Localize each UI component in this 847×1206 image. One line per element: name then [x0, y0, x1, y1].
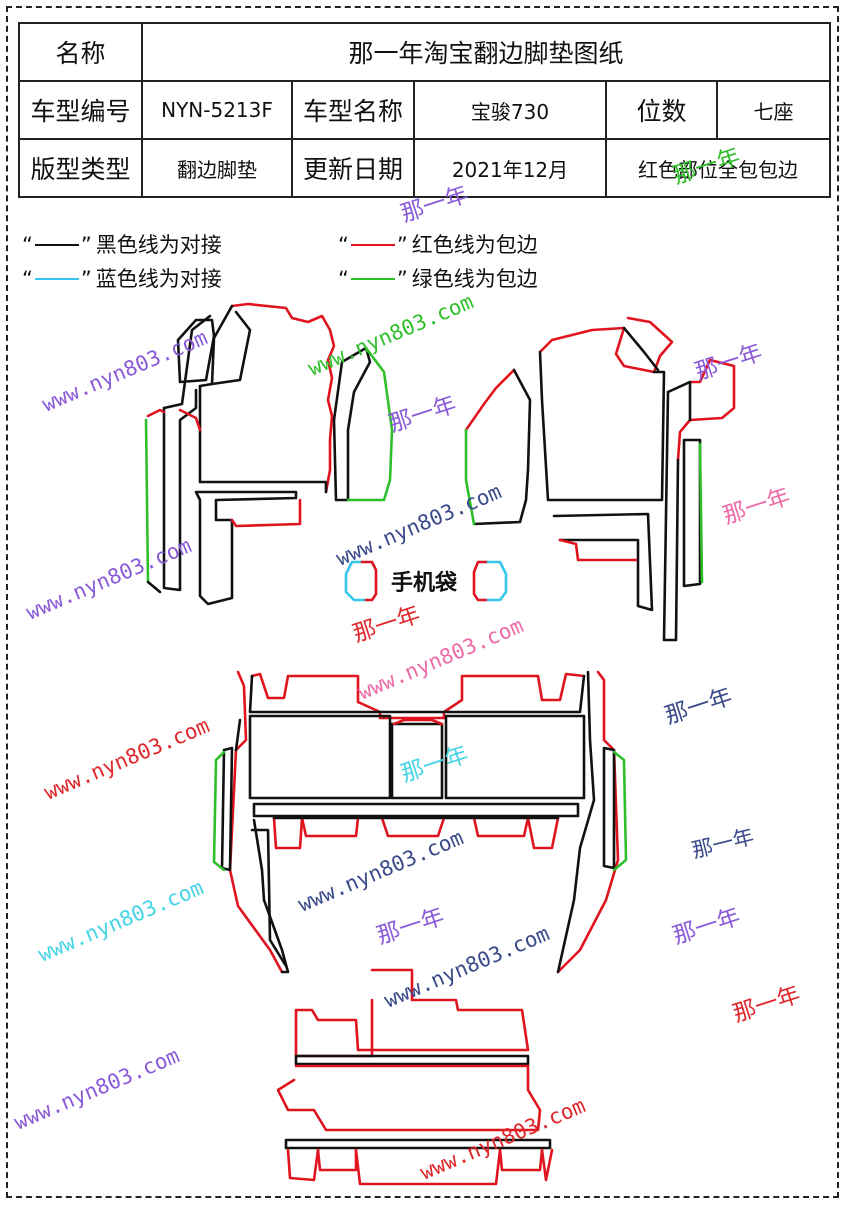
- url-watermark: www.nyn803.com: [35, 875, 207, 966]
- watermark-layer: www.nyn803.com www.nyn803.com www.nyn803…: [11, 144, 804, 1185]
- update-date-cell: 2021年12月: [413, 138, 607, 198]
- brand-watermark: 那一年: [670, 144, 744, 190]
- table-row: 版型类型 翻边脚垫 更新日期 2021年12月 红色部位全包包边: [18, 138, 832, 198]
- passenger-footrest-piece: [464, 368, 532, 526]
- driver-mat-piece: [198, 302, 336, 494]
- seat-count-label-cell: 位数: [605, 80, 718, 140]
- blue-line-swatch: [34, 278, 79, 280]
- third-row-top-mat-piece: [294, 968, 530, 1066]
- quote-mark: “: [338, 267, 349, 291]
- model-name-label-cell: 车型名称: [291, 80, 415, 140]
- url-watermark: www.nyn803.com: [39, 325, 211, 416]
- brand-watermark: 那一年: [720, 484, 794, 530]
- legend-item-red: “ ”红色线为包边: [338, 230, 538, 258]
- quote-mark: ”: [396, 267, 408, 291]
- quote-mark: “: [22, 267, 33, 291]
- driver-heel-strip-piece: [194, 490, 302, 606]
- second-row-left-rail-piece: [250, 828, 288, 968]
- legend-item-blue: “ ”蓝色线为对接: [22, 264, 222, 292]
- green-line-swatch: [350, 278, 395, 280]
- brand-watermark: 那一年: [662, 684, 736, 730]
- model-name-cell: 宝骏730: [413, 80, 607, 140]
- passenger-side-strip-piece: [662, 358, 736, 642]
- model-code-label-cell: 车型编号: [18, 80, 143, 140]
- passenger-mat-piece: [538, 316, 674, 502]
- quote-mark: “: [338, 233, 349, 257]
- spec-table: 名称 那一年淘宝翻边脚垫图纸 车型编号 NYN-5213F 车型名称 宝骏730…: [18, 22, 832, 198]
- brand-watermark: 那一年: [374, 904, 448, 950]
- brand-watermark: 那一年: [398, 182, 472, 228]
- pattern-type-cell: 翻边脚垫: [141, 138, 293, 198]
- passenger-side-flap-piece: [682, 438, 704, 588]
- passenger-heel-strip-piece: [552, 512, 654, 612]
- second-row-right-runner-piece: [556, 670, 620, 974]
- brand-watermark: 那一年: [350, 602, 424, 648]
- driver-left-strip-piece: [162, 314, 216, 592]
- update-date-label-cell: 更新日期: [291, 138, 415, 198]
- second-row-left-runner-piece: [228, 670, 290, 974]
- phone-pocket-piece: [344, 560, 508, 602]
- quote-mark: ”: [80, 233, 92, 257]
- second-row-rear-mat-piece: [272, 816, 560, 850]
- third-row-main-mat-piece: [276, 1064, 552, 1150]
- legend-text: 蓝色线为对接: [95, 267, 222, 291]
- legend-item-black: “ ”黑色线为对接: [22, 230, 222, 258]
- second-row-main-mat-piece: [248, 672, 586, 800]
- name-label-cell: 名称: [18, 22, 143, 82]
- model-code-cell: NYN-5213F: [141, 80, 293, 140]
- table-row: 车型编号 NYN-5213F 车型名称 宝骏730 位数 七座: [18, 80, 832, 140]
- url-watermark: www.nyn803.com: [41, 713, 213, 804]
- quote-mark: ”: [80, 267, 92, 291]
- red-line-swatch: [350, 244, 395, 246]
- second-row-right-flap-piece: [602, 746, 628, 872]
- driver-side-flap-piece: [144, 408, 202, 594]
- url-watermark: www.nyn803.com: [295, 825, 467, 916]
- brand-watermark: 那一年: [398, 742, 472, 788]
- brand-watermark: 那一年: [689, 824, 756, 863]
- brand-watermark: 那一年: [670, 904, 744, 950]
- legend-text: 绿色线为包边: [411, 267, 538, 291]
- url-watermark: www.nyn803.com: [11, 1043, 183, 1134]
- phone-pocket-label: 手机袋: [391, 570, 458, 596]
- legend-item-green: “ ”绿色线为包边: [338, 264, 538, 292]
- seat-count-cell: 七座: [715, 80, 832, 140]
- black-line-swatch: [34, 244, 79, 246]
- page-border: [6, 6, 839, 1198]
- quote-mark: ”: [396, 233, 408, 257]
- pattern-type-label-cell: 版型类型: [18, 138, 143, 198]
- second-row-left-flap-piece: [212, 746, 234, 872]
- table-row: 名称 那一年淘宝翻边脚垫图纸: [18, 22, 832, 82]
- url-watermark: www.nyn803.com: [23, 533, 195, 624]
- drawing-title-cell: 那一年淘宝翻边脚垫图纸: [140, 22, 832, 82]
- brand-watermark: 那一年: [692, 340, 766, 386]
- third-row-bottom-mat-piece: [286, 1148, 554, 1186]
- brand-watermark: 那一年: [386, 392, 460, 438]
- binding-note-cell: 红色部位全包包边: [604, 138, 832, 198]
- driver-footrest-piece: [332, 346, 394, 502]
- legend-text: 黑色线为对接: [95, 233, 222, 257]
- brand-watermark: 那一年: [730, 982, 804, 1028]
- second-row-back-strip-piece: [252, 802, 580, 818]
- legend-text: 红色线为包边: [411, 233, 538, 257]
- quote-mark: “: [22, 233, 33, 257]
